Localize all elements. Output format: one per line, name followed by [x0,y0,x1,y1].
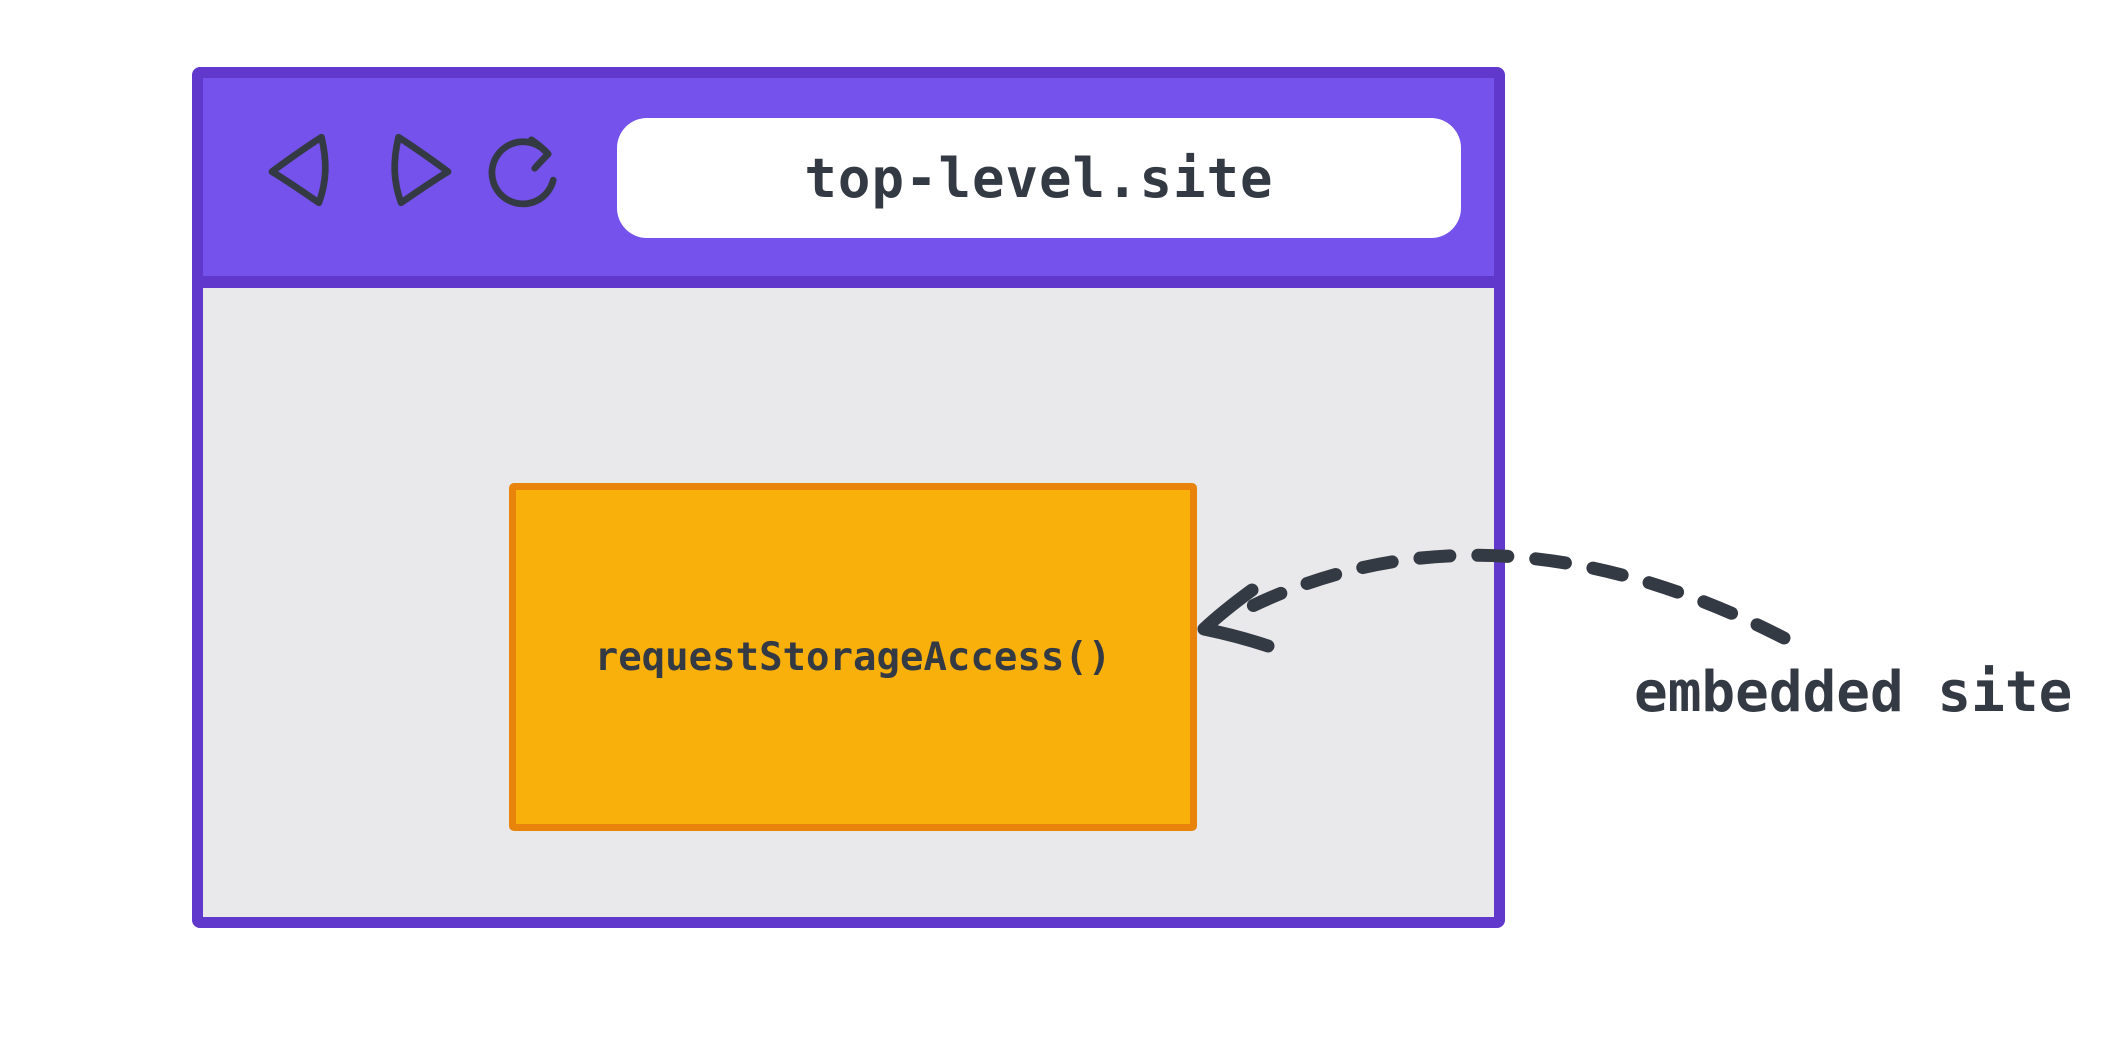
browser-window: top-level.site requestStorageAccess() [192,67,1505,928]
address-bar[interactable]: top-level.site [617,118,1461,238]
embedded-site-frame[interactable]: requestStorageAccess() [509,483,1197,831]
back-icon [261,124,345,216]
address-text: top-level.site [804,146,1274,210]
reload-icon [481,124,565,216]
back-button[interactable] [261,124,345,216]
embedded-site-label: embedded site [1634,660,2073,725]
browser-toolbar: top-level.site [203,78,1494,288]
embedded-frame-label: requestStorageAccess() [594,634,1112,680]
reload-button[interactable] [481,124,565,216]
forward-icon [375,124,459,216]
page-content-area: requestStorageAccess() [203,288,1494,917]
forward-button[interactable] [375,124,459,216]
